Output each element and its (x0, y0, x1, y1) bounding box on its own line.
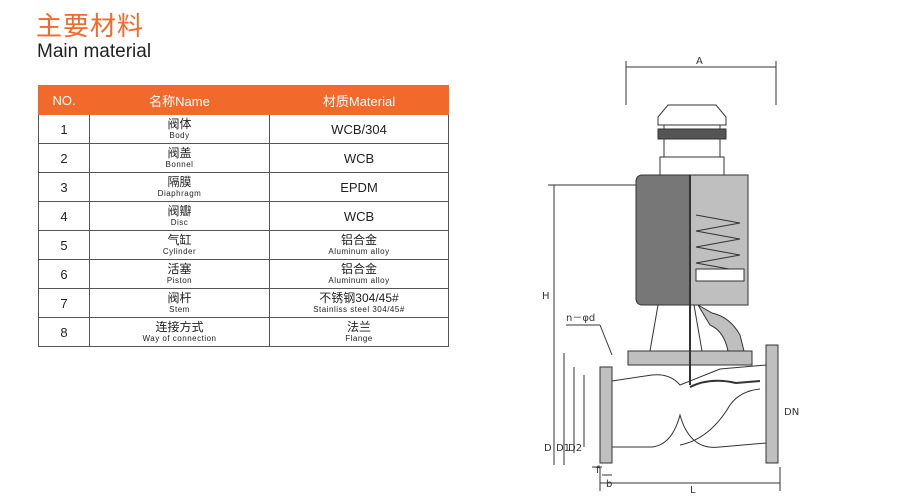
table-header-row: NO. 名称Name 材质Material (38, 85, 449, 115)
name-en: Piston (166, 275, 193, 285)
row-no: 1 (38, 114, 90, 144)
spring (695, 214, 741, 272)
row-no: 2 (38, 143, 90, 173)
name-cn: 阀杆 (167, 290, 192, 305)
page-title-cn: 主要材料 (36, 12, 145, 42)
material-cn: 铝合金 (340, 261, 377, 276)
right-flange (765, 344, 779, 464)
name-cn: 阀体 (167, 116, 192, 131)
header-no: NO. (38, 85, 90, 115)
dim-l-label: L (690, 485, 696, 495)
name-cn: 阀瓣 (167, 203, 192, 218)
row-no: 4 (38, 201, 90, 231)
row-no: 8 (38, 317, 90, 347)
row-no: 5 (38, 230, 90, 260)
name-cn: 活塞 (167, 261, 192, 276)
name-cn: 阀盖 (167, 145, 192, 160)
indicator-band (657, 128, 727, 140)
row-material: 不锈钢304/45#Stainliss steel 304/45# (269, 288, 449, 318)
indicator-base (659, 156, 725, 176)
row-material: WCB (269, 201, 449, 231)
yoke (649, 304, 703, 352)
row-no: 6 (38, 259, 90, 289)
name-en: Cylinder (162, 246, 197, 256)
dim-a-label: A (696, 56, 703, 67)
dim-hole-label: n－φd (566, 313, 595, 324)
material-cn: 法兰 (346, 319, 371, 334)
name-cn: 气缸 (167, 232, 192, 247)
row-no: 7 (38, 288, 90, 318)
row-material: WCB (269, 143, 449, 173)
left-flange (599, 366, 613, 464)
dim-d-label: D (544, 443, 552, 454)
name-en: Diaphragm (157, 188, 202, 198)
material-en: Aluminum alloy (328, 275, 390, 285)
cylinder-section (689, 174, 749, 306)
dim-d2-label: D2 (568, 443, 582, 454)
header-material: 材质Material (269, 85, 449, 115)
dim-d1-label: D1 (556, 443, 570, 454)
row-material: WCB/304 (269, 114, 449, 144)
valve-body (611, 364, 767, 448)
indicator-cap (657, 104, 727, 126)
bonnet-section (696, 303, 745, 352)
dim-f-label: f (596, 465, 600, 476)
row-no: 3 (38, 172, 90, 202)
material-cn: 铝合金 (340, 232, 377, 247)
name-en: Body (169, 130, 190, 140)
diaphragm (689, 379, 761, 388)
body-passage (679, 388, 761, 446)
name-cn: 隔膜 (167, 174, 192, 189)
dim-h-label: H (542, 291, 550, 302)
header-name: 名称Name (89, 85, 270, 115)
material-en: Stainliss steel 304/45# (313, 304, 405, 314)
name-en: Way of connection (142, 333, 217, 343)
dim-b-label: b (606, 479, 612, 490)
piston (695, 268, 745, 282)
name-en: Stem (169, 304, 190, 314)
name-en: Bonnel (165, 159, 194, 169)
name-en: Disc (170, 217, 189, 227)
name-cn: 连接方式 (155, 319, 204, 334)
material-en: Flange (345, 333, 373, 343)
dim-dn-label: DN (784, 407, 799, 418)
material-cn: 不锈钢304/45# (319, 290, 399, 305)
material-en: Aluminum alloy (328, 246, 390, 256)
valve-drawing: A H L DN D D1 D2 f b n－φd (542, 56, 799, 495)
row-material: EPDM (269, 172, 449, 202)
page-title-en: Main material (37, 41, 152, 62)
